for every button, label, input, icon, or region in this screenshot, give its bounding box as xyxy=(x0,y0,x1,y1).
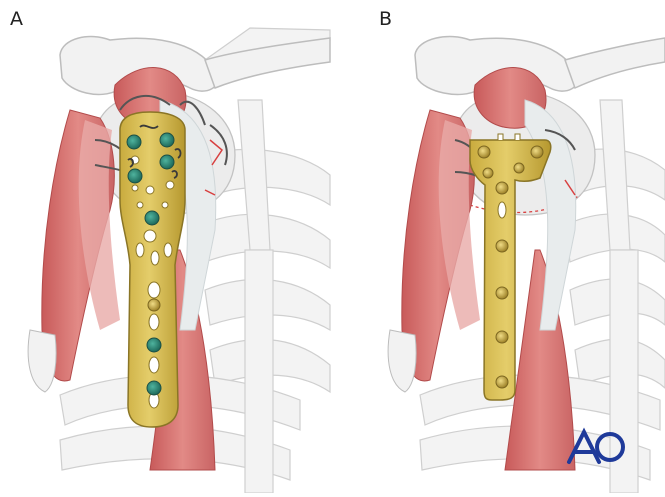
panel-b xyxy=(387,35,665,494)
locking-screw xyxy=(159,154,175,170)
locking-screws-a xyxy=(126,132,175,396)
cortical-screw xyxy=(530,145,544,159)
locking-screw xyxy=(159,132,175,148)
cortical-screw xyxy=(482,167,494,179)
cortical-screw xyxy=(513,162,525,174)
panel-a xyxy=(27,27,331,494)
cortical-screw xyxy=(495,375,509,389)
locking-plate-a xyxy=(119,111,186,428)
cortical-screw xyxy=(147,298,161,312)
fracture-lines xyxy=(564,179,576,196)
fracture-lines xyxy=(204,139,223,196)
clavicle xyxy=(59,35,331,96)
locking-screw xyxy=(127,168,143,184)
locking-screw xyxy=(126,134,142,150)
cortical-screw xyxy=(495,286,509,300)
panel-label-b: B xyxy=(379,8,393,30)
ao-logo xyxy=(567,427,625,464)
deltoid-muscle xyxy=(27,109,120,393)
cortical-screw xyxy=(477,145,491,159)
locking-screw xyxy=(146,337,162,353)
panel-label-a: A xyxy=(10,8,23,30)
cortical-screw xyxy=(495,239,509,253)
cortical-screws-b xyxy=(477,145,544,389)
cortical-screw xyxy=(495,330,509,344)
plate-b xyxy=(469,133,552,401)
suture-knots xyxy=(127,124,182,179)
cortical-screw xyxy=(495,181,509,195)
locking-screw xyxy=(146,380,162,396)
locking-screw xyxy=(144,210,160,226)
deltoid-muscle xyxy=(387,109,480,393)
